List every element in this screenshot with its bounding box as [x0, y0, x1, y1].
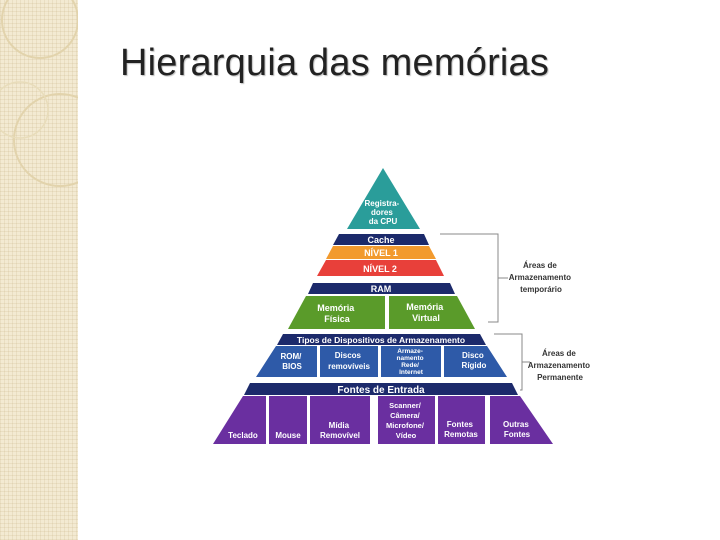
storage-types-label: Tipos de Dispositivos de Armazenamento [297, 335, 465, 345]
virtual-memory-label: Memória Virtual [406, 302, 446, 323]
network-storage-label: Armaze- namento Rede/ Internet [397, 348, 426, 376]
keyboard-label: Teclado [228, 431, 258, 440]
removable-media-block [310, 396, 370, 444]
ram-tier [308, 283, 455, 294]
other-sources-block [490, 396, 553, 444]
registers-tier [347, 168, 420, 229]
registers-label: Registra- dores da CPU [365, 199, 402, 226]
removable-disks-block [320, 346, 378, 377]
virtual-memory-block [389, 296, 475, 329]
permanent-storage-bracket [494, 333, 523, 391]
remote-sources-label: Fontes Remotas [444, 420, 478, 439]
mouse-label: Mouse [275, 431, 301, 440]
physical-memory-label: Memória Física [317, 303, 357, 324]
cache-label: Cache [367, 235, 394, 245]
keyboard-block [213, 396, 266, 444]
hard-disk-block [444, 346, 507, 377]
scanner-camera-block [378, 396, 435, 444]
other-sources-label: Outras Fontes [503, 420, 531, 439]
temporary-storage-label: Áreas de Armazenamento temporário [509, 261, 573, 294]
decorative-side-strip [0, 0, 78, 540]
physical-memory-block [288, 296, 385, 329]
network-storage-block [381, 346, 441, 377]
slide-title: Hierarquia das memórias [120, 42, 550, 84]
remote-sources-block [438, 396, 485, 444]
level1-label: NÍVEL 1 [364, 248, 398, 258]
storage-types-band [277, 334, 486, 345]
hard-disk-label: Disco Rígido [462, 351, 487, 370]
mouse-block [269, 396, 307, 444]
input-sources-band [244, 383, 518, 395]
rom-bios-block [256, 346, 317, 377]
level2-label: NÍVEL 2 [363, 264, 397, 274]
permanent-storage-label: Áreas de Armazenamento Permanente [528, 349, 592, 382]
rom-bios-label: ROM/ BIOS [280, 352, 303, 371]
decorative-rings [0, 0, 78, 187]
scanner-camera-label: Scanner/ Câmera/ Microfone/ Vídeo [386, 401, 426, 440]
level2-tier [317, 260, 444, 276]
removable-media-label: Mídia Removível [320, 421, 360, 440]
cache-tier [333, 234, 429, 245]
ram-label: RAM [371, 284, 392, 294]
removable-disks-label: Discos removíveis [328, 351, 370, 371]
input-sources-label: Fontes de Entrada [337, 385, 425, 396]
level1-tier [326, 246, 436, 259]
